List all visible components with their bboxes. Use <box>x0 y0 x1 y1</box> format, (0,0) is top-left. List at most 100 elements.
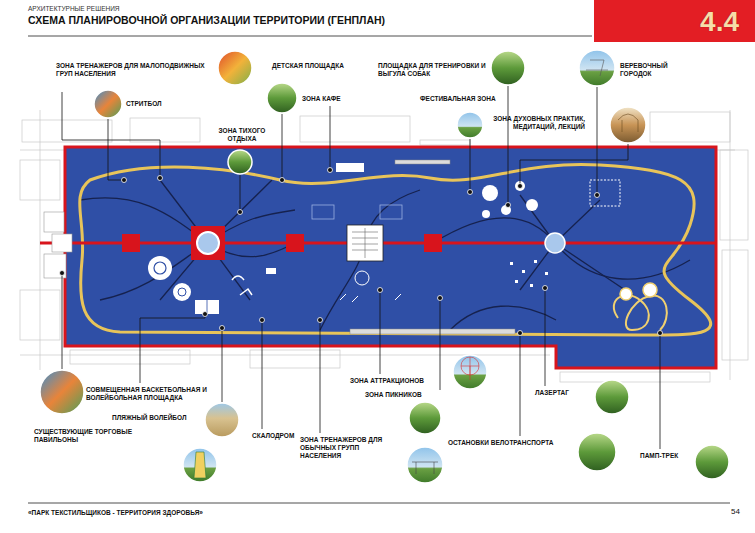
callout-label: ОСТАНОВКИ ВЕЛОТРАНСПОРТА <box>448 439 574 447</box>
plaza-square <box>286 234 304 252</box>
leader-line <box>545 290 546 386</box>
round-plaza <box>545 233 565 253</box>
photo-circle <box>267 83 297 113</box>
meditation-pavilion <box>482 185 498 201</box>
callout-label: ПАМП-ТРЕК <box>640 452 692 460</box>
section-number: 4.4 <box>700 8 739 36</box>
pump-track <box>614 295 667 330</box>
leader-line <box>262 322 263 429</box>
page-title: СХЕМА ПЛАНИРОВОЧНОЙ ОРГАНИЗАЦИИ ТЕРРИТОР… <box>28 14 548 27</box>
railing <box>350 329 515 334</box>
fountain <box>197 232 219 254</box>
footpath <box>160 180 272 300</box>
photo-circle <box>183 448 217 482</box>
photo-circle <box>228 150 252 174</box>
footpath <box>450 306 556 330</box>
pavilion <box>44 212 64 232</box>
cafe-terrace <box>380 205 402 219</box>
photo-callouts <box>40 50 729 483</box>
footpath <box>100 210 295 300</box>
building-outline <box>420 140 470 145</box>
leader-line <box>440 300 441 390</box>
leader-line <box>520 335 521 436</box>
leader-line <box>660 335 661 449</box>
leader-line <box>222 330 223 402</box>
footer-text: «ПАРК ТЕКСТИЛЬЩИКОВ - ТЕРРИТОРИЯ ЗДОРОВЬ… <box>28 509 348 517</box>
leader-line <box>597 87 598 193</box>
callout-label: ЗОНА АТТРАКЦИОНОВ <box>350 377 436 385</box>
rope-frame <box>586 60 608 76</box>
photo-circle <box>579 50 615 86</box>
footpath <box>80 198 295 257</box>
leader-line <box>140 316 205 383</box>
ferris-wheel <box>461 357 479 380</box>
picnic-tables <box>340 294 401 302</box>
photo-circle <box>94 90 122 118</box>
photo-circle <box>610 107 646 143</box>
building-outline <box>130 118 200 142</box>
leader-line <box>282 114 283 178</box>
stage-pattern <box>352 228 378 258</box>
sports-court <box>195 300 219 314</box>
building-outline <box>22 120 112 142</box>
header-rule <box>28 36 592 37</box>
photo-circle <box>457 112 483 138</box>
callout-label: ЗОНА ПИКНИКОВ <box>365 391 435 399</box>
cafe-building <box>336 163 364 172</box>
section-caption: АРХИТЕКТУРНЫЕ РЕШЕНИЯ <box>28 5 248 13</box>
callout-label: ЗОНА ТРЕНАЖЕРОВ ДЛЯ ОБЫЧНЫХ ГРУПП НАСЕЛЕ… <box>300 436 400 459</box>
park-territory <box>65 147 716 368</box>
court <box>173 283 191 301</box>
climbing-wall <box>232 276 252 295</box>
leader-line <box>240 175 241 210</box>
leader-dots <box>60 168 663 336</box>
leader-line <box>520 144 628 184</box>
callout-label: ПЛЯЖНЫЙ ВОЛЕЙБОЛ <box>112 414 194 422</box>
court-marking <box>178 288 186 296</box>
leader-line <box>320 322 321 433</box>
callout-label: ЗОНА КАФЕ <box>302 95 362 103</box>
footpath <box>520 195 640 300</box>
footpath <box>433 218 690 279</box>
leader-line <box>108 119 122 180</box>
street-line <box>20 110 735 380</box>
photo-circle <box>205 403 239 437</box>
pump-track-hill <box>620 288 632 300</box>
photo-circle <box>595 380 629 414</box>
pavilion <box>52 234 72 252</box>
central-plaza <box>191 226 225 260</box>
callout-label: ЗОНА ТРЕНАЖЕРОВ ДЛЯ МАЛОПОДВИЖНЫХ ГРУП Н… <box>56 62 211 78</box>
photo-circle <box>407 447 443 483</box>
footpaths <box>80 180 690 330</box>
section-badge: 4.4 <box>594 0 755 42</box>
attraction <box>355 271 369 285</box>
festival-stage <box>347 225 383 261</box>
leader-line <box>62 275 63 369</box>
leader-lines <box>62 86 660 449</box>
footer-rule <box>28 503 730 504</box>
leader-line <box>470 139 471 190</box>
building-outline <box>650 112 730 142</box>
pavilion <box>44 254 66 278</box>
callout-label: ВЕРЕВОЧНЫЙ ГОРОДОК <box>620 62 690 78</box>
building-outline <box>250 350 340 368</box>
photo-circle <box>453 355 487 389</box>
photo-circle <box>578 433 616 471</box>
railing <box>395 160 450 164</box>
pump-track-hill <box>643 283 657 297</box>
cafe-terrace <box>312 205 334 219</box>
leader-line <box>508 86 509 203</box>
callout-label: СКАЛОДРОМ <box>252 432 308 440</box>
rope-park <box>590 180 620 206</box>
callout-label: ЗОНА ТИХОГО ОТДЫХА <box>210 127 274 143</box>
streetball-court <box>148 256 172 280</box>
page-number: 54 <box>700 507 740 517</box>
gym-frame <box>412 462 438 474</box>
callout-label: СОВМЕЩЕННАЯ БАСКЕТБОЛЬНАЯ И ВОЛЕЙБОЛЬНАЯ… <box>86 386 208 402</box>
footpath <box>320 190 420 330</box>
photo-circle <box>218 51 252 85</box>
pavilion-frame <box>618 114 638 132</box>
callout-label: СУЩЕСТВУЮЩИЕ ТОРГОВЫЕ ПАВИЛЬОНЫ <box>34 428 138 444</box>
meditation-pavilion <box>526 199 538 211</box>
